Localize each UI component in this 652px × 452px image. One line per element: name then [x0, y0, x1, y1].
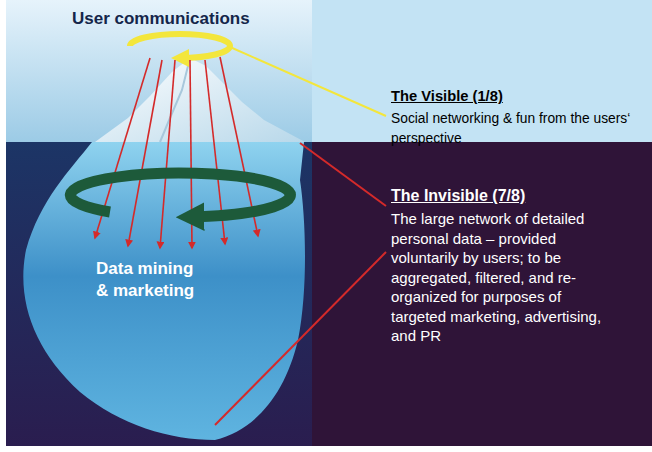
- invisible-band: [312, 142, 652, 446]
- leader-line: [215, 252, 386, 425]
- panel-band: The Visible (1/8) Social networking & fun…: [312, 0, 652, 148]
- panel-heading: The Visible (1/8): [391, 86, 652, 106]
- iceberg-label: User communications: [72, 8, 292, 30]
- panel-body: The large network of detailed personal d…: [391, 209, 619, 346]
- iceberg-label: Data mining & marketing: [96, 258, 202, 302]
- panel-band: The Invisible (7/8) The large network of …: [312, 142, 652, 446]
- leader-line: [300, 143, 386, 206]
- panel-body: Social networking & fun from the users‘ …: [391, 109, 641, 148]
- leader-line: [230, 47, 386, 116]
- panel-heading: The Invisible (7/8): [391, 186, 652, 206]
